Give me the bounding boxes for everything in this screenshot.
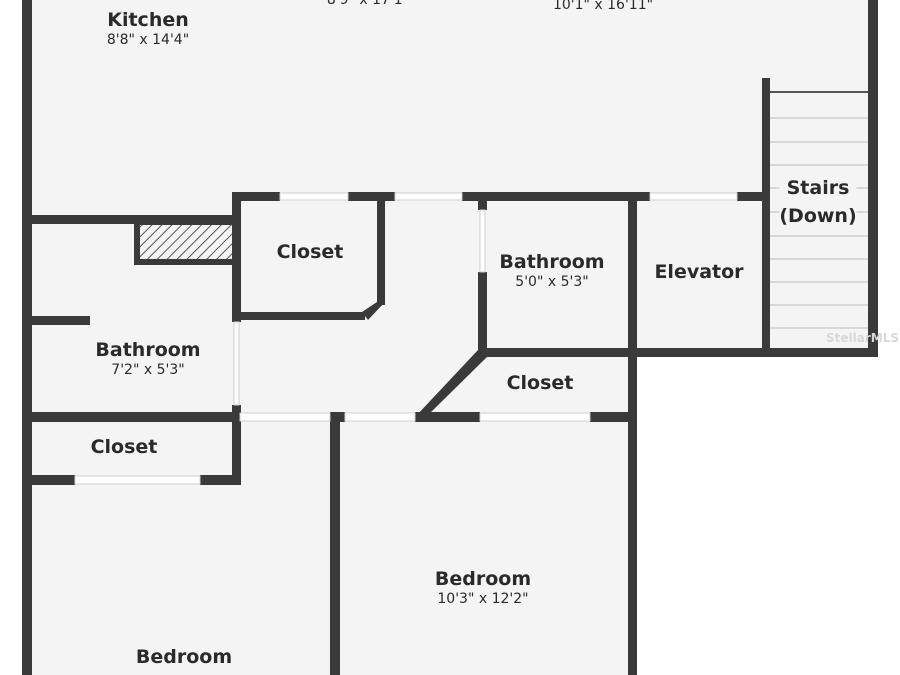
room-dims: 8'9" x 17'1" [326,0,410,8]
room-bedroom-left: Bedroom [136,646,232,668]
room-name: Elevator [654,261,744,283]
room-dims: 10'1" x 16'11" [552,0,654,13]
room-dims: 7'2" x 5'3" [111,362,185,378]
room-name: Kitchen [107,9,189,31]
room-elevator: Elevator [654,261,743,283]
room-dims: 5'0" x 5'3" [515,274,589,290]
room-name: Bedroom [434,568,532,590]
room-dims: 8'8" x 14'4" [106,32,190,48]
walls [22,0,878,675]
room-name: Closet [276,241,344,263]
room-kitchen: Kitchen 8'8" x 14'4" [107,9,189,49]
room-closet-left: Closet [91,436,158,458]
room-name: Closet [90,436,158,458]
room-top-right: 10'1" x 16'11" [553,0,653,14]
room-name: Bathroom [499,251,605,273]
room-name: Stairs [786,177,850,199]
room-name: Closet [506,372,574,394]
watermark: StellarMLS [826,331,899,345]
room-top-middle: 8'9" x 17'1" [327,0,409,9]
room-bathroom-center: Bathroom 5'0" x 5'3" [499,251,604,291]
floor-areas [22,0,878,675]
room-closet-hall: Closet [507,372,574,394]
room-dims: (Down) [779,205,857,227]
room-name: Bedroom [135,646,233,668]
room-bedroom-right: Bedroom 10'3" x 12'2" [435,568,531,608]
room-stairs: Stairs (Down) [779,177,857,227]
room-name: Bathroom [95,339,201,361]
hatched-chase [134,219,240,265]
room-dims: 10'3" x 12'2" [437,591,529,607]
room-closet-center: Closet [277,241,344,263]
room-bathroom-left: Bathroom 7'2" x 5'3" [95,339,200,379]
door-openings [74,192,738,485]
